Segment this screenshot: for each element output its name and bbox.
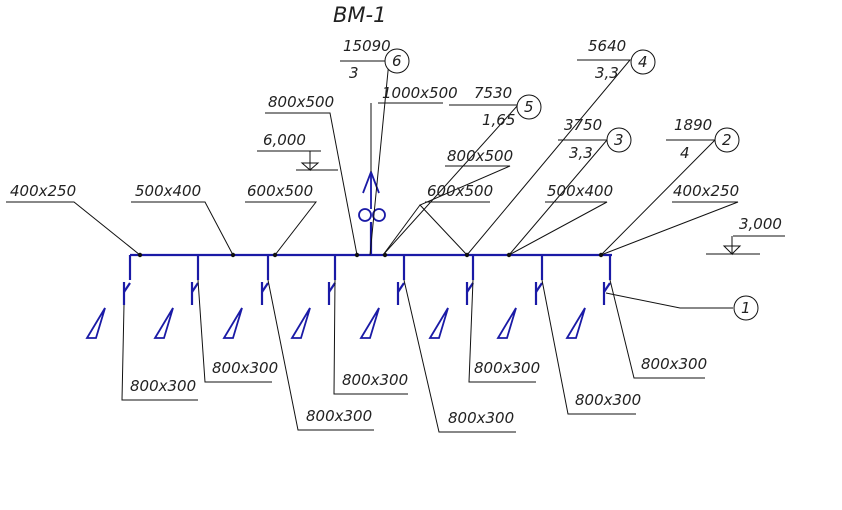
section-number: 4	[638, 53, 648, 71]
grille-icon	[153, 307, 174, 339]
main-duct	[128, 222, 612, 280]
section-flow: 5640	[588, 37, 626, 55]
branch-size-label: 800x300	[474, 359, 540, 377]
branch-size-label: 800x300	[641, 355, 707, 373]
duct-size-label: 1000x500	[382, 84, 458, 102]
damper-icon	[534, 282, 543, 305]
damper-icon	[396, 282, 405, 305]
grille-icon	[565, 307, 586, 339]
branch-size-label: 800x300	[130, 377, 196, 395]
duct-size-label: 500x400	[547, 182, 613, 200]
grille-icon	[359, 307, 380, 339]
branch-size-label: 800x300	[212, 359, 278, 377]
section-bubbles	[384, 48, 759, 321]
duct-size-label: 800x500	[268, 93, 334, 111]
damper-icon	[327, 282, 336, 305]
duct-size-label: 400x250	[673, 182, 739, 200]
elevation-label: 6,000	[263, 131, 306, 149]
grille-icon	[428, 307, 449, 339]
branch-size-label: 800x300	[448, 409, 514, 427]
grille-icon	[85, 307, 106, 339]
section-velocity: 1,65	[482, 111, 515, 129]
damper-icons	[122, 282, 611, 305]
fan-icon	[358, 169, 386, 222]
duct-size-label: 600x500	[427, 182, 493, 200]
grille-icon	[222, 307, 243, 339]
duct-size-leaders	[6, 102, 739, 256]
branch-size-label: 800x300	[575, 391, 641, 409]
duct-size-label: 600x500	[247, 182, 313, 200]
section-number: 1	[741, 299, 751, 317]
section-velocity: 3,3	[595, 64, 619, 82]
section-number: 2	[722, 131, 732, 149]
damper-icon	[260, 282, 269, 305]
system-title: ВМ-1	[333, 3, 386, 27]
damper-icon	[190, 282, 199, 305]
elevation-label: 3,000	[739, 215, 782, 233]
damper-icon	[122, 282, 131, 305]
section-flow: 3750	[564, 116, 602, 134]
elevation-mark-icon	[257, 150, 338, 172]
section-flow: 7530	[474, 84, 512, 102]
section-number: 5	[524, 98, 534, 116]
damper-icon	[465, 282, 474, 305]
section-flow: 1890	[674, 116, 712, 134]
grille-icon	[496, 307, 517, 339]
duct-size-label: 400x250	[10, 182, 76, 200]
branch-leaders	[121, 279, 705, 433]
damper-icon	[602, 282, 611, 305]
duct-size-label: 800x500	[447, 147, 513, 165]
section-flow: 15090	[343, 37, 391, 55]
duct-size-label: 500x400	[135, 182, 201, 200]
grille-icons	[85, 307, 586, 339]
section-velocity: 3	[349, 64, 359, 82]
grille-icon	[290, 307, 311, 339]
branch-size-label: 800x300	[306, 407, 372, 425]
section-velocity: 3,3	[569, 144, 593, 162]
elevation-mark-icon	[706, 235, 785, 256]
section-number: 6	[392, 52, 402, 70]
section-velocity: 4	[680, 144, 690, 162]
branch-size-label: 800x300	[342, 371, 408, 389]
section-number: 3	[614, 131, 624, 149]
